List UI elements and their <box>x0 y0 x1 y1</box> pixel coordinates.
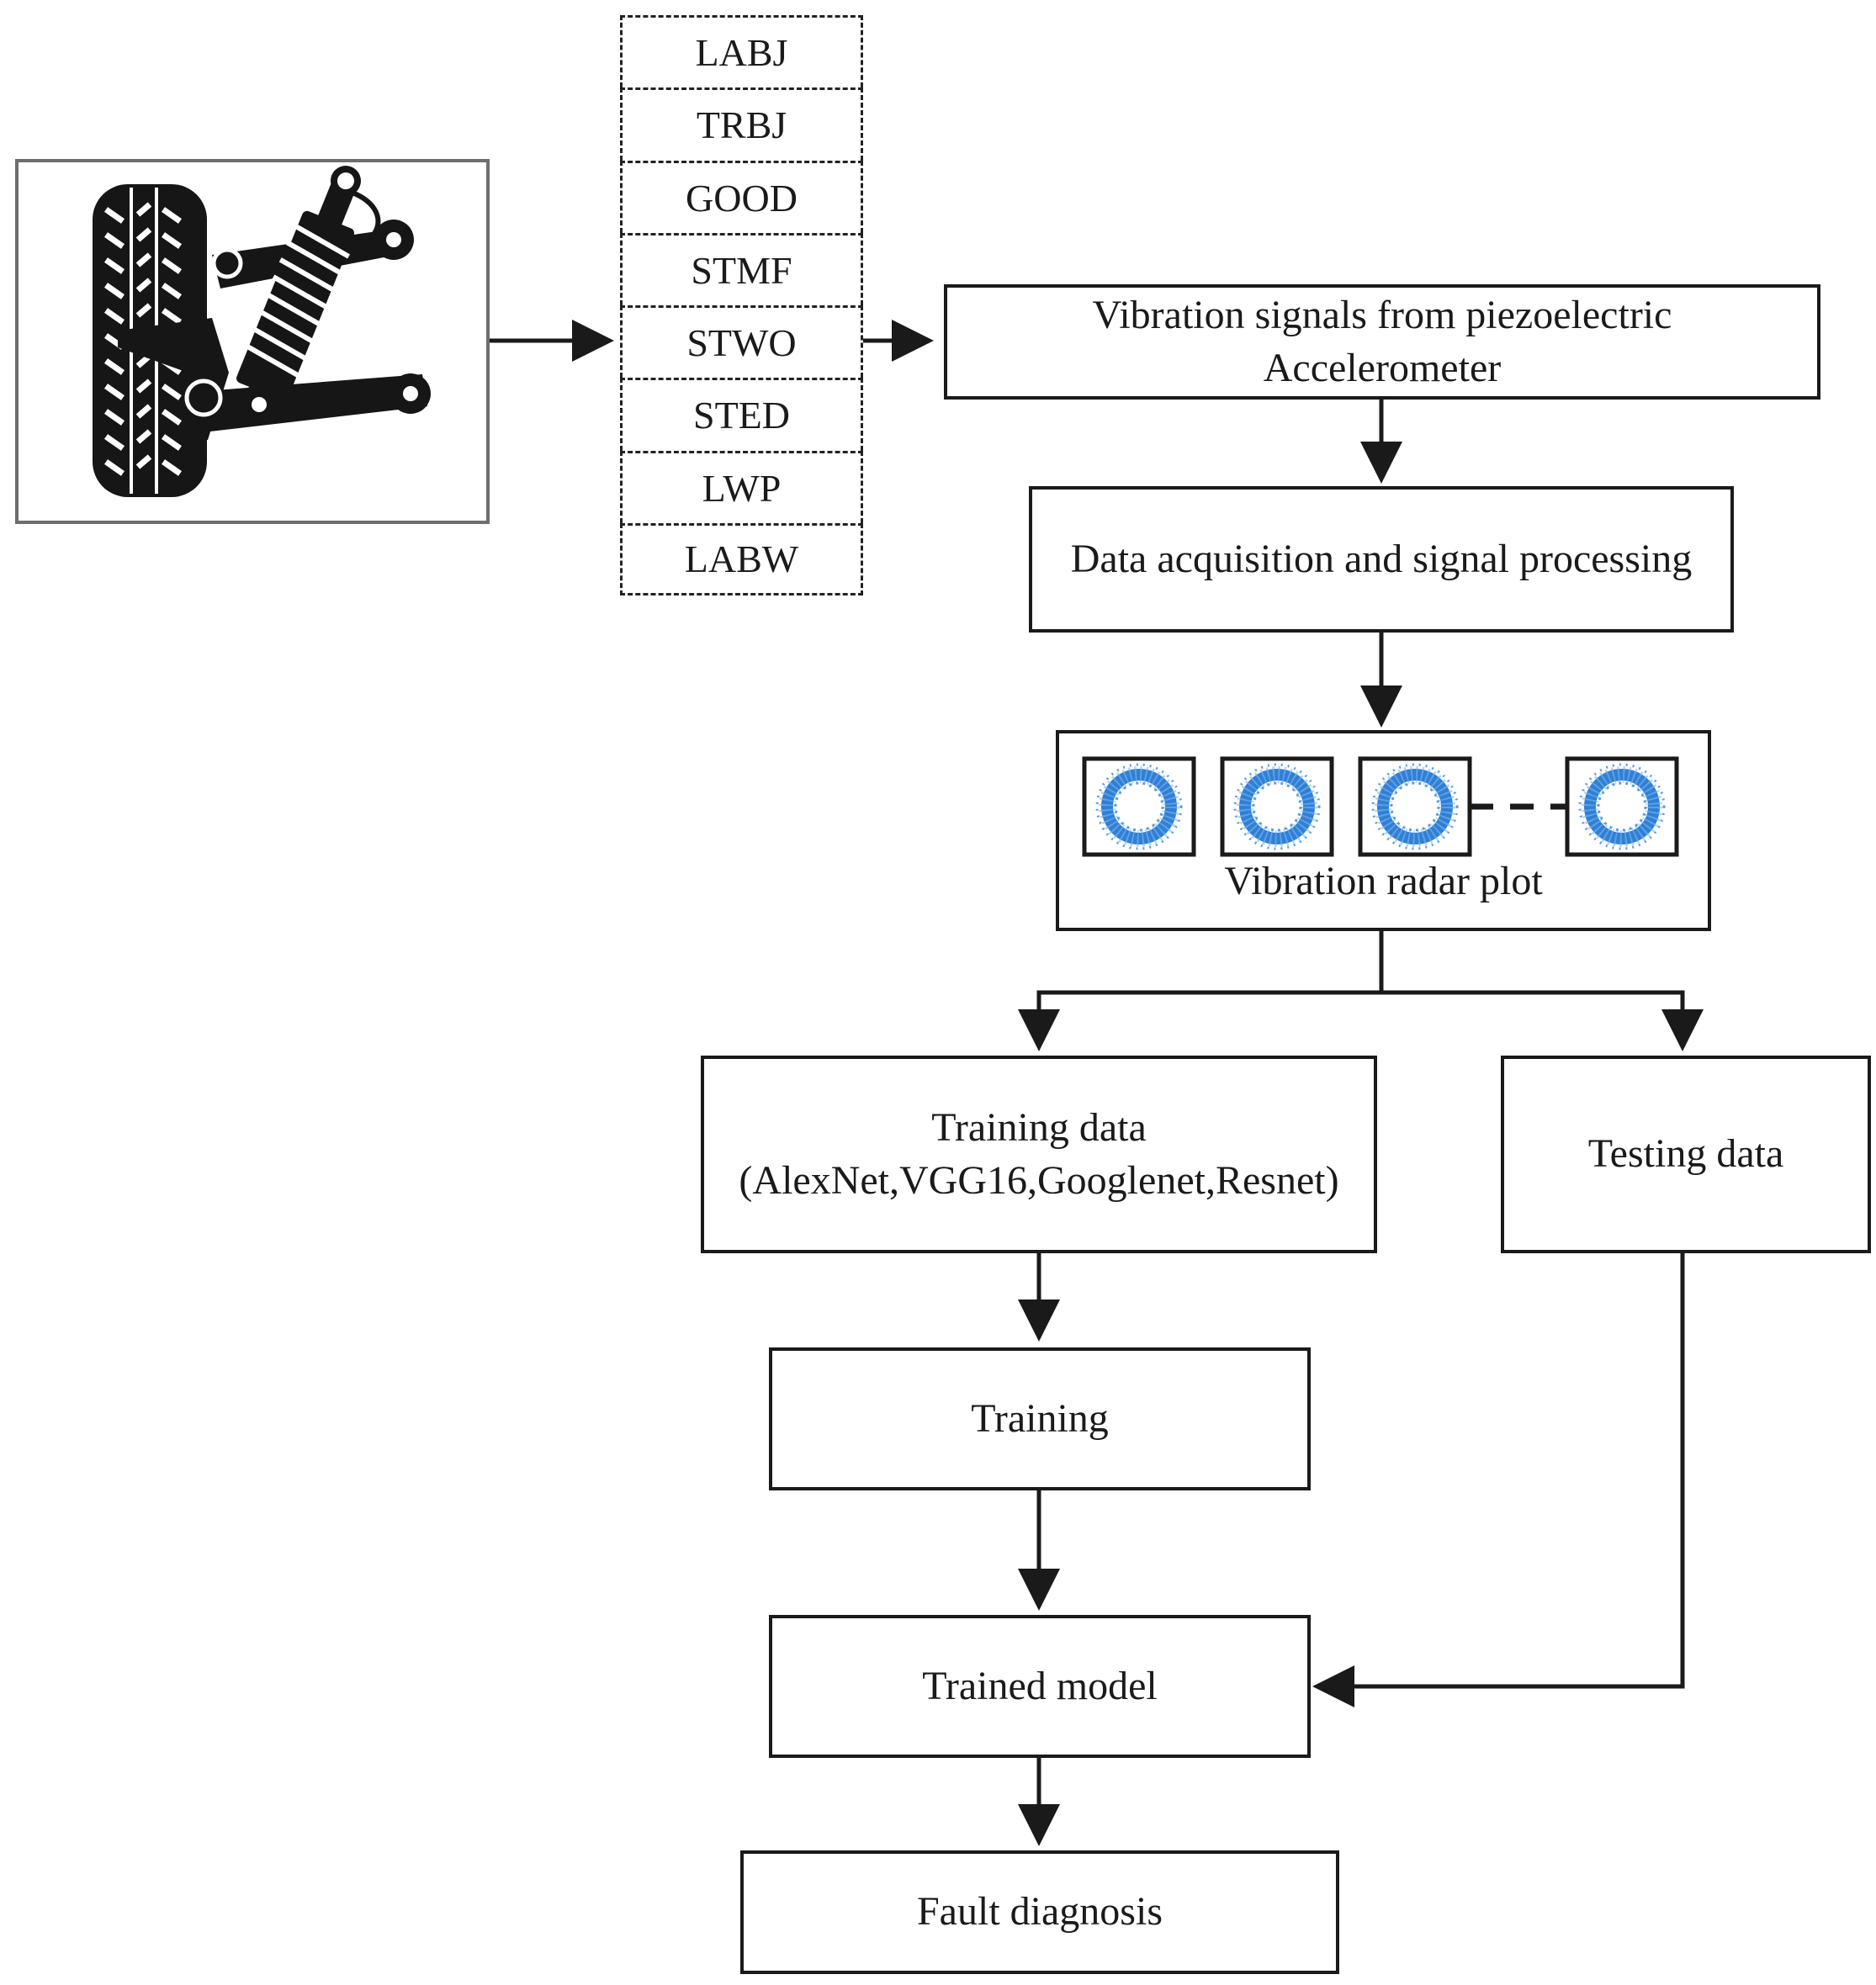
fault-diagnosis-label: Fault diagnosis <box>916 1889 1163 1935</box>
condition-labw: LABW <box>620 522 863 596</box>
vibration-signals-line2: Accelerometer <box>1263 345 1502 390</box>
condition-labj: LABJ <box>620 15 863 88</box>
branch-to-testing <box>1381 990 1704 1051</box>
testing-data-box: Testing data <box>1501 1056 1871 1253</box>
branch-radar-split <box>1018 931 1384 1051</box>
training-label: Training <box>971 1395 1109 1441</box>
training-data-box: Training data (AlexNet,VGG16,Googlenet,R… <box>701 1056 1377 1253</box>
condition-trbj: TRBJ <box>620 87 863 161</box>
radar-plot-label: Vibration radar plot <box>1224 859 1543 903</box>
condition-good: GOOD <box>620 160 863 233</box>
condition-stmf: STMF <box>620 232 863 305</box>
trained-model-box: Trained model <box>769 1615 1311 1758</box>
data-acquisition-label: Data acquisition and signal processing <box>1070 536 1693 581</box>
radar-thumbnails <box>1059 733 1708 928</box>
testing-data-label: Testing data <box>1587 1131 1784 1177</box>
suspension-assembly-icon <box>93 166 431 497</box>
fault-conditions-list: LABJ TRBJ GOOD STMF STWO STED LWP LABW <box>620 15 863 596</box>
radar-thumbnail-icon-2 <box>1222 759 1332 855</box>
condition-lwp: LWP <box>620 450 863 523</box>
training-data-title: Training data <box>931 1105 1147 1151</box>
condition-sted: STED <box>620 378 863 451</box>
suspension-image-frame <box>15 159 490 524</box>
trained-model-label: Trained model <box>922 1663 1158 1708</box>
training-data-models: (AlexNet,VGG16,Googlenet,Resnet) <box>739 1157 1339 1203</box>
arrow-testing-to-model <box>1312 1253 1685 1707</box>
vibration-signals-line1: Vibration signals from piezoelectric <box>1092 293 1672 338</box>
vibration-signals-box: Vibration signals from piezoelectric Acc… <box>944 284 1820 400</box>
data-acquisition-box: Data acquisition and signal processing <box>1029 486 1734 633</box>
fault-diagnosis-box: Fault diagnosis <box>740 1850 1339 1974</box>
radar-thumbnail-icon-4 <box>1567 759 1677 855</box>
radar-plot-box: Vibration radar plot <box>1056 730 1711 931</box>
condition-stwo: STWO <box>620 305 863 378</box>
radar-thumbnail-icon-3 <box>1360 759 1470 855</box>
training-box: Training <box>769 1347 1311 1490</box>
radar-thumbnail-icon-1 <box>1084 759 1194 855</box>
